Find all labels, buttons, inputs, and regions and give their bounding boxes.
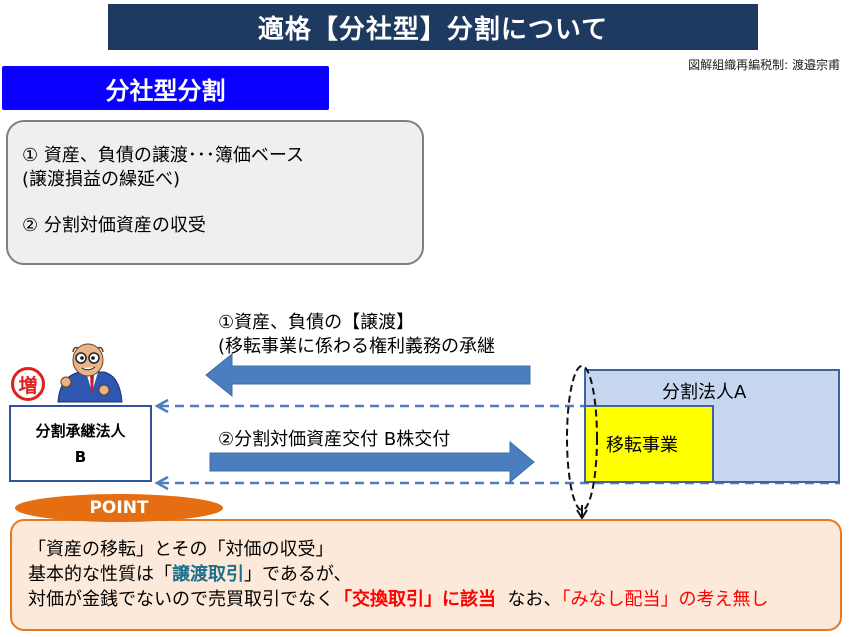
transfer-transaction-emphasis: 譲渡取引 [172,564,244,585]
dashed-arrowhead-top [154,398,169,414]
consideration-arrow [209,440,535,484]
consideration-label: ②分割対価資産交付 B株交付 [218,429,451,450]
successor-company-line2: B [74,447,87,466]
successor-company-box: 分割承継法人 B [9,405,152,482]
point-box: 「資産の移転」とその「対価の収受」 基本的な性質は「譲渡取引」であるが、 対価が… [10,519,842,631]
page-title: 適格【分社型】分割について [108,4,758,50]
dashed-ellipse [566,365,598,511]
transferred-business-box: 移転事業 [584,405,714,483]
point-line-3: 対価が金銭でないので売買取引でなく「交換取引」に該当 なお、「みなし配当」の考え… [28,589,769,610]
point-line-1: 「資産の移転」とその「対価の収受」 [28,539,334,560]
exchange-transaction-emphasis: 「交換取引」に該当 [334,589,496,610]
increase-badge: 増 [11,367,45,401]
summary-box: ① 資産、負債の譲渡･･･簿価ベース (譲渡損益の繰延べ) ② 分割対価資産の収… [6,120,424,265]
transfer-label-line1: ①資産、負債の【譲渡】 [218,312,415,333]
dashed-arrowhead-bottom [154,475,169,491]
credit-text: 図解組織再編税制: 渡邉宗甫 [688,58,840,72]
deemed-dividend-emphasis: 「みなし配当」の考え無し [561,589,769,610]
summary-line-1: ① 資産、負債の譲渡･･･簿価ベース [22,145,304,166]
point-badge: POINT [15,494,223,522]
businessman-icon [57,343,123,403]
summary-line-2: (譲渡損益の繰延べ) [22,169,181,190]
splitting-company-label: 分割法人A [662,382,747,403]
section-label: 分社型分割 [2,66,329,110]
transferred-business-label: 移転事業 [606,435,678,456]
down-arrow-head [576,509,588,520]
transfer-label: ①資産、負債の【譲渡】 (移転事業に係わる権利義務の承継 [218,311,495,359]
summary-line-3: ② 分割対価資産の収受 [22,215,206,236]
point-line-2: 基本的な性質は「譲渡取引」であるが、 [28,564,352,585]
transfer-arrow [205,352,531,398]
transfer-label-line2: (移転事業に係わる権利義務の承継 [218,336,496,357]
successor-company-line1: 分割承継法人 [35,421,126,440]
